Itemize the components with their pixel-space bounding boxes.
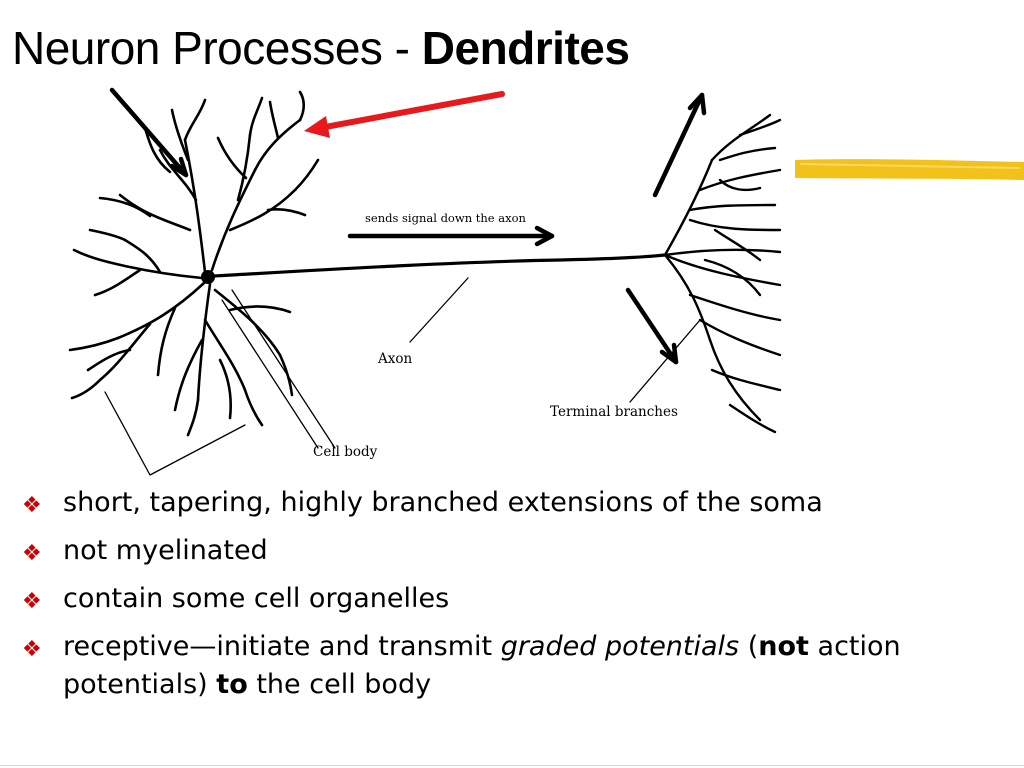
dendrite-upper-right [210, 90, 320, 272]
arrow-out-upper-head [687, 92, 707, 116]
bullet-emphasis-not: not [758, 631, 809, 662]
yellow-highlight-bar [795, 159, 1024, 180]
bullet-item: ❖ receptive—initiate and transmit graded… [18, 628, 1008, 704]
callout-lines [104, 277, 701, 476]
neuron-diagram: sends signal down the axon Axon Terminal… [0, 80, 1024, 480]
dendrite-left [72, 228, 204, 297]
red-arrow-shaft [317, 91, 505, 131]
bullet-text-part: action potentials) [63, 631, 901, 700]
label-sends-signal: sends signal down the axon [365, 211, 527, 225]
highlight-stroke [795, 159, 1024, 180]
dendrite-upper-left [98, 98, 207, 274]
bullet-emphasis-graded-potentials: graded potentials [500, 631, 740, 662]
callout-axon [409, 277, 469, 343]
dendrite-lower-left [68, 281, 206, 400]
arrow-down-axon-head [534, 225, 555, 247]
bullet-text: not myelinated [63, 535, 268, 566]
dendrite-bracket [104, 391, 246, 476]
bullet-text: receptive—initiate and transmit graded p… [63, 631, 901, 700]
diamond-icon: ❖ [22, 637, 42, 662]
diamond-icon: ❖ [22, 589, 42, 614]
bullet-item: ❖ not myelinated [18, 532, 1008, 570]
highlight-sheen [799, 163, 1021, 169]
terminal-branches [663, 113, 782, 434]
bullet-text-part: ( [739, 631, 759, 662]
label-axon: Axon [377, 351, 412, 367]
axon-line [212, 253, 667, 278]
label-cell-body: Cell body [313, 444, 378, 460]
red-arrow-head [304, 116, 330, 138]
dendrite-lower [173, 282, 294, 437]
bullet-text-part: receptive—initiate and transmit [63, 631, 501, 662]
bottom-divider [0, 765, 1024, 766]
slide-title: Neuron Processes - Dendrites [12, 18, 630, 78]
diamond-icon: ❖ [22, 541, 42, 566]
callout-cell-body-a [231, 289, 336, 449]
signal-arrows [109, 87, 707, 365]
title-prefix: Neuron Processes - [12, 22, 422, 74]
bullet-list: ❖ short, tapering, highly branched exten… [18, 484, 1008, 714]
bullet-item: ❖ contain some cell organelles [18, 580, 1008, 618]
arrow-out-upper [652, 92, 705, 198]
cell-body-soma [201, 270, 215, 284]
diamond-icon: ❖ [22, 493, 42, 518]
neuron-drawing [68, 87, 782, 476]
bullet-emphasis-to: to [216, 669, 248, 700]
title-bold: Dendrites [421, 22, 630, 74]
label-terminal-branches: Terminal branches [550, 404, 678, 420]
bullet-item: ❖ short, tapering, highly branched exten… [18, 484, 1008, 522]
red-pointer-arrow [304, 91, 505, 138]
callout-terminal-branches [629, 319, 701, 403]
callout-cell-body-b [221, 299, 319, 449]
bullet-text: contain some cell organelles [63, 583, 450, 614]
arrow-out-lower [625, 287, 679, 365]
bullet-text: short, tapering, highly branched extensi… [63, 487, 823, 518]
arrow-into-dendrite-head [169, 156, 189, 178]
neuron-illustration: sends signal down the axon Axon Terminal… [68, 87, 1024, 476]
bullet-text-part: the cell body [247, 669, 432, 700]
arrow-into-dendrite [109, 87, 189, 178]
